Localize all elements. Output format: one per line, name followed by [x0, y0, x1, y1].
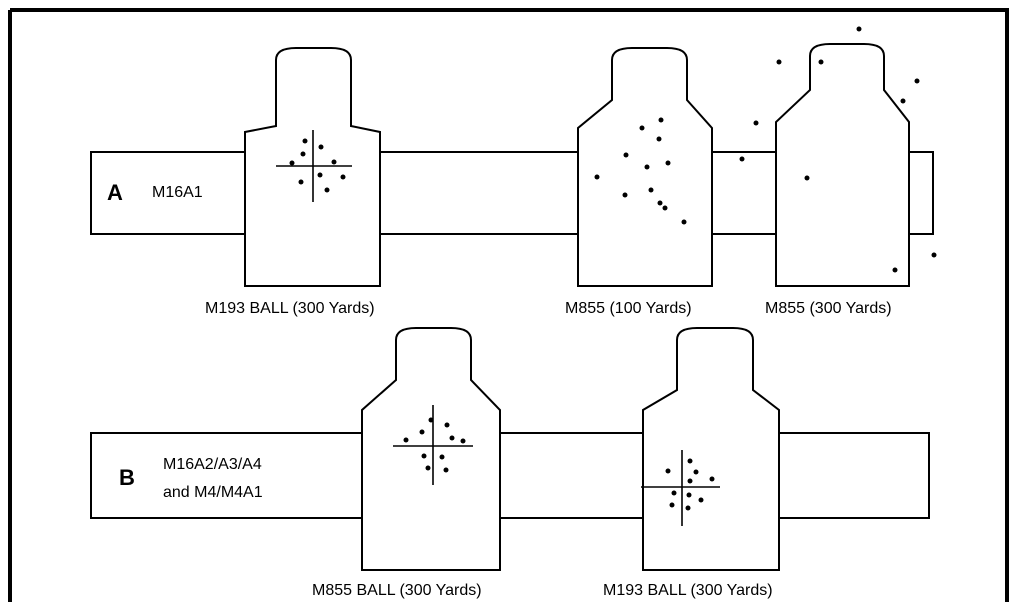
shot-hole — [900, 98, 906, 104]
shot-hole — [403, 437, 409, 443]
shot-hole — [776, 59, 782, 65]
shot-hole — [302, 138, 308, 144]
shot-hole — [623, 152, 629, 158]
shot-hole — [318, 144, 324, 150]
aim-cross — [276, 130, 352, 202]
shot-hole — [709, 476, 715, 482]
panel-b: B M16A2/A3/A4 and M4/M4A1 M855 BALL (300… — [90, 327, 930, 599]
panel-a-letter: A — [107, 180, 123, 205]
panel-a-target-1 — [244, 47, 381, 287]
shot-hole — [739, 156, 745, 162]
shot-hole — [693, 469, 699, 475]
shot-hole — [419, 429, 425, 435]
target-caption: M855 BALL (300 Yards) — [312, 582, 482, 599]
shot-hole — [698, 497, 704, 503]
panel-b-weapon-label-line-1: M16A2/A3/A4 — [163, 456, 262, 473]
shot-hole — [449, 435, 455, 441]
shot-hole — [428, 417, 434, 423]
shot-hole — [289, 160, 295, 166]
shot-hole — [443, 467, 449, 473]
shot-hole — [914, 78, 920, 84]
shot-hole — [685, 505, 691, 511]
target-caption: M193 BALL (300 Yards) — [205, 300, 375, 317]
shot-hole — [669, 502, 675, 508]
shot-hole — [639, 125, 645, 131]
panel-a-target-2 — [577, 47, 713, 287]
aim-cross — [641, 450, 720, 526]
shot-hole — [687, 478, 693, 484]
shot-hole — [681, 219, 687, 225]
aim-cross — [393, 405, 473, 485]
target-caption: M193 BALL (300 Yards) — [603, 582, 773, 599]
shot-hole — [818, 59, 824, 65]
shot-hole — [657, 200, 663, 206]
shot-hole — [331, 159, 337, 165]
shot-hole — [317, 172, 323, 178]
shot-hole — [856, 26, 862, 32]
shot-hole — [622, 192, 628, 198]
target-caption: M855 (300 Yards) — [765, 300, 892, 317]
shot-hole — [892, 267, 898, 273]
shot-hole — [324, 187, 330, 193]
shot-hole — [686, 492, 692, 498]
shot-hole — [439, 454, 445, 460]
shot-hole — [460, 438, 466, 444]
shot-hole — [665, 160, 671, 166]
shot-hole — [425, 465, 431, 471]
panel-a-band — [90, 151, 904, 235]
panel-b-weapon-label-line-2: and M4/M4A1 — [163, 484, 263, 501]
panel-b-target-1 — [361, 327, 501, 571]
target-caption: M855 (100 Yards) — [565, 300, 692, 317]
shot-hole — [687, 458, 693, 464]
shot-hole — [753, 120, 759, 126]
panel-a-weapon-label: M16A1 — [152, 184, 203, 201]
shot-hole — [648, 187, 654, 193]
panel-b-letter: B — [119, 465, 135, 490]
panel-a-target-3 — [739, 26, 937, 287]
shot-hole — [662, 205, 668, 211]
shot-hole — [656, 136, 662, 142]
shot-hole — [300, 151, 306, 157]
shot-hole — [671, 490, 677, 496]
shot-hole — [804, 175, 810, 181]
shot-hole — [931, 252, 937, 258]
shot-hole — [298, 179, 304, 185]
shot-hole — [340, 174, 346, 180]
shot-hole — [421, 453, 427, 459]
shot-hole — [594, 174, 600, 180]
panel-b-target-2 — [641, 327, 780, 571]
shot-hole — [644, 164, 650, 170]
panel-b-band — [90, 432, 930, 519]
shot-hole — [444, 422, 450, 428]
shot-hole — [665, 468, 671, 474]
panel-a: A M16A1 M193 BALL (300 Yards) M855 (100 … — [90, 26, 937, 317]
shot-hole — [658, 117, 664, 123]
